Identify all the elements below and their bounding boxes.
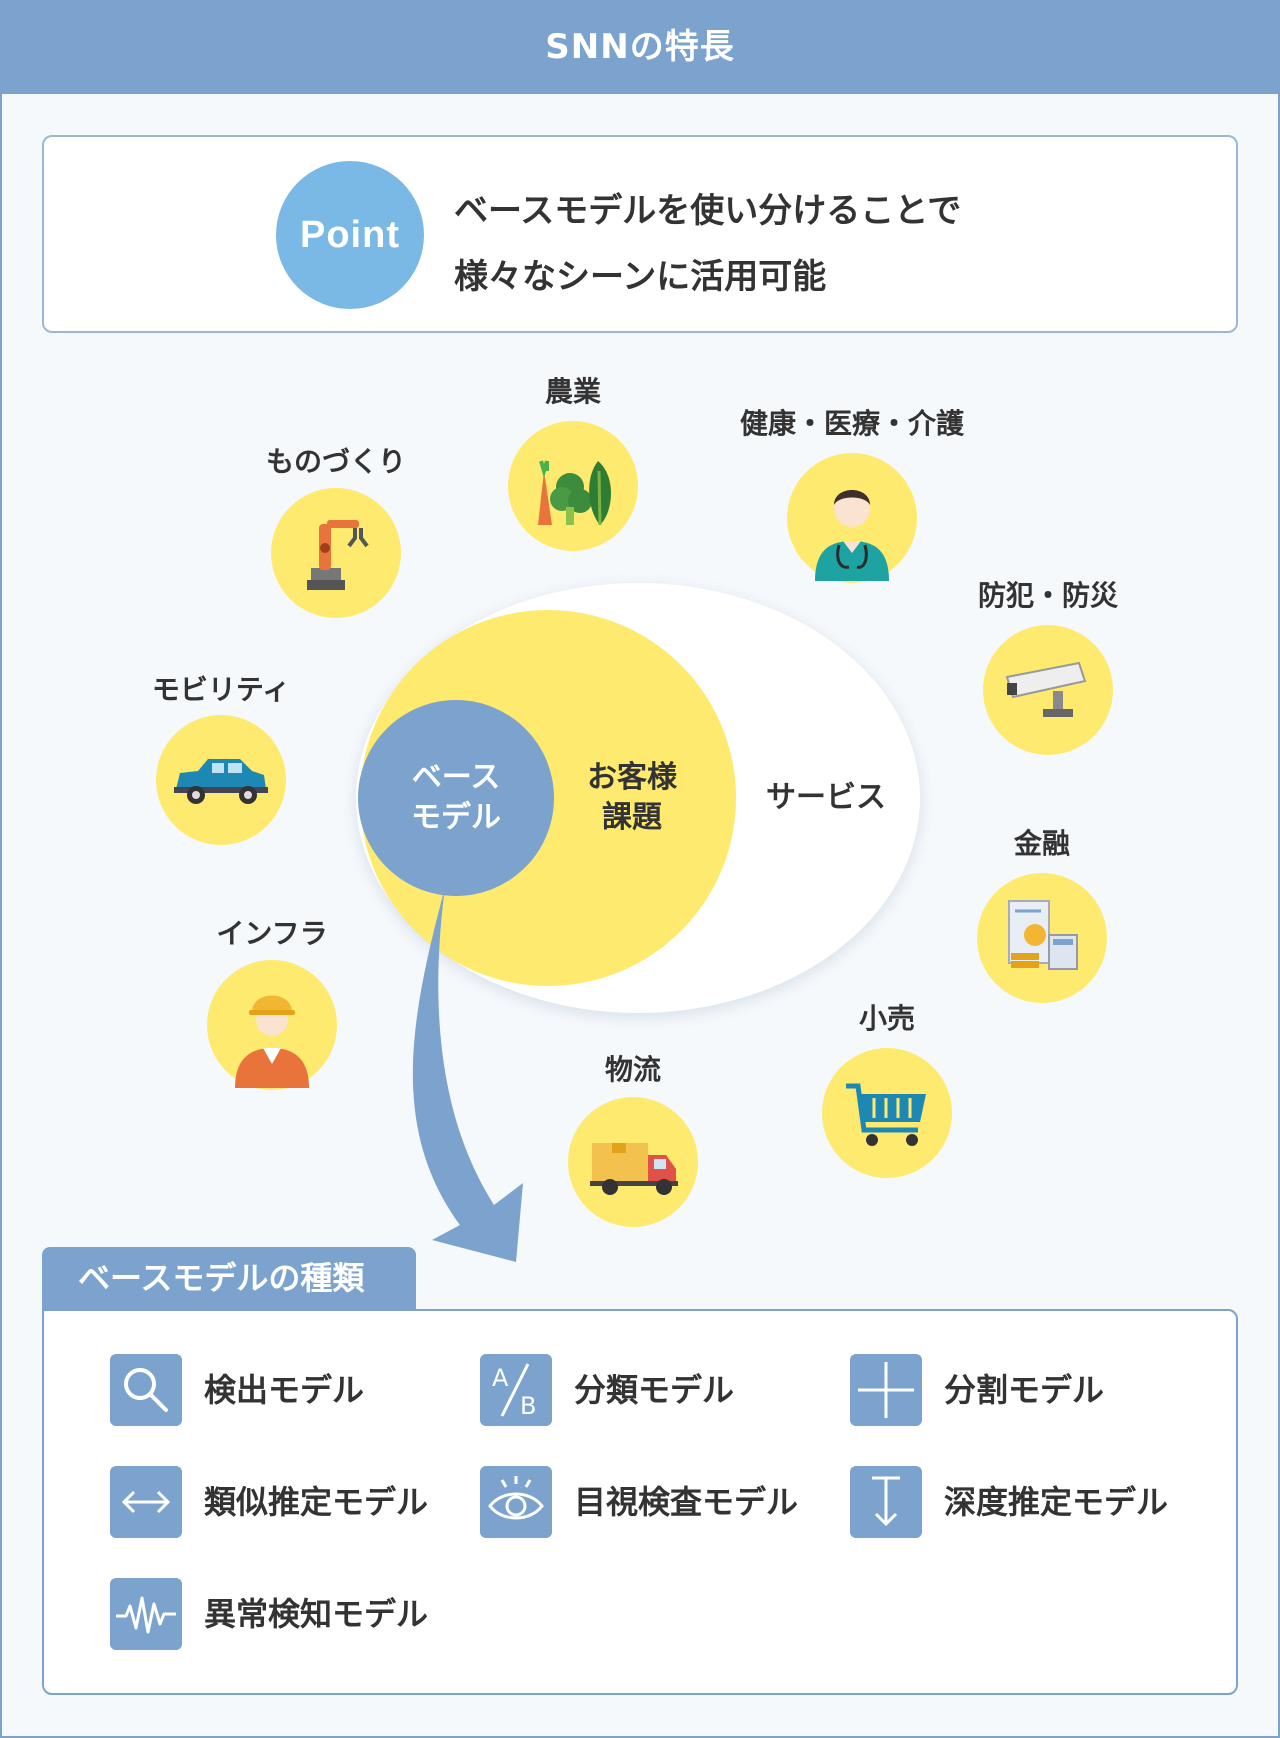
category-label-agriculture: 農業 — [544, 375, 602, 408]
robot-arm-icon — [307, 520, 369, 590]
page-title: SNNの特長 — [0, 0, 1280, 94]
label-service: サービス — [766, 780, 886, 815]
category-label-healthcare: 健康・医療・介護 — [739, 407, 965, 440]
models-list: 検出モデル A B 分類モデル 分割モデル 類似推 — [42, 1309, 1238, 1695]
category-retail — [822, 1048, 952, 1178]
point-box: Point ベースモデルを使い分けることで 様々なシーンに活用可能 — [42, 135, 1238, 333]
category-label-manufacturing: ものづくり — [265, 445, 407, 478]
model-label: 分類モデル — [574, 1371, 735, 1409]
label-base-model-text: ベース モデル — [411, 760, 501, 835]
car-icon — [174, 759, 268, 804]
label-customer-issue-text: お客様 課題 — [587, 760, 677, 835]
model-label: 目視検査モデル — [574, 1483, 799, 1521]
category-mobility — [156, 715, 286, 845]
category-label-mobility: モビリティ — [151, 673, 291, 706]
point-badge: Point — [276, 161, 424, 309]
category-label-retail: 小売 — [858, 1002, 916, 1035]
vegetables-icon — [538, 460, 611, 526]
inner-circle-base-model — [358, 700, 554, 896]
category-label-infrastructure: インフラ — [216, 917, 328, 950]
model-label: 検出モデル — [204, 1371, 365, 1409]
finance-icon — [1008, 900, 1078, 970]
down-arrow-icon — [850, 1466, 922, 1538]
category-finance — [977, 873, 1107, 1003]
eye-icon — [480, 1466, 552, 1538]
model-label: 分割モデル — [944, 1371, 1105, 1409]
nurse-icon — [815, 490, 889, 581]
shopping-cart-icon — [846, 1083, 926, 1146]
worker-icon — [235, 995, 309, 1088]
security-camera-icon — [1005, 661, 1087, 717]
category-infrastructure — [207, 960, 337, 1090]
magnifier-icon — [110, 1354, 182, 1426]
truck-icon — [590, 1143, 678, 1195]
category-manufacturing — [271, 488, 401, 618]
svg-text:A: A — [492, 1364, 509, 1392]
label-base-model: ベース モデル — [411, 758, 501, 838]
category-security — [983, 625, 1113, 755]
category-agriculture — [508, 421, 638, 551]
model-label: 異常検知モデル — [204, 1595, 429, 1633]
waveform-icon — [110, 1578, 182, 1650]
double-arrow-icon — [110, 1466, 182, 1538]
point-text-line2: 様々なシーンに活用可能 — [454, 257, 827, 297]
point-text-line1: ベースモデルを使い分けることで — [454, 191, 962, 231]
category-healthcare — [787, 453, 917, 583]
models-section-title: ベースモデルの種類 — [42, 1247, 416, 1309]
model-label: 深度推定モデル — [944, 1483, 1169, 1521]
category-label-finance: 金融 — [1013, 827, 1071, 860]
category-logistics — [568, 1097, 698, 1227]
svg-text:B: B — [520, 1392, 536, 1420]
model-label: 類似推定モデル — [204, 1483, 429, 1521]
category-label-security: 防犯・防災 — [977, 579, 1119, 612]
down-arrow-curve — [412, 895, 523, 1262]
category-label-logistics: 物流 — [604, 1053, 662, 1086]
ab-icon: A B — [480, 1354, 552, 1426]
label-customer-issue: お客様 課題 — [587, 758, 677, 838]
plus-icon — [850, 1354, 922, 1426]
